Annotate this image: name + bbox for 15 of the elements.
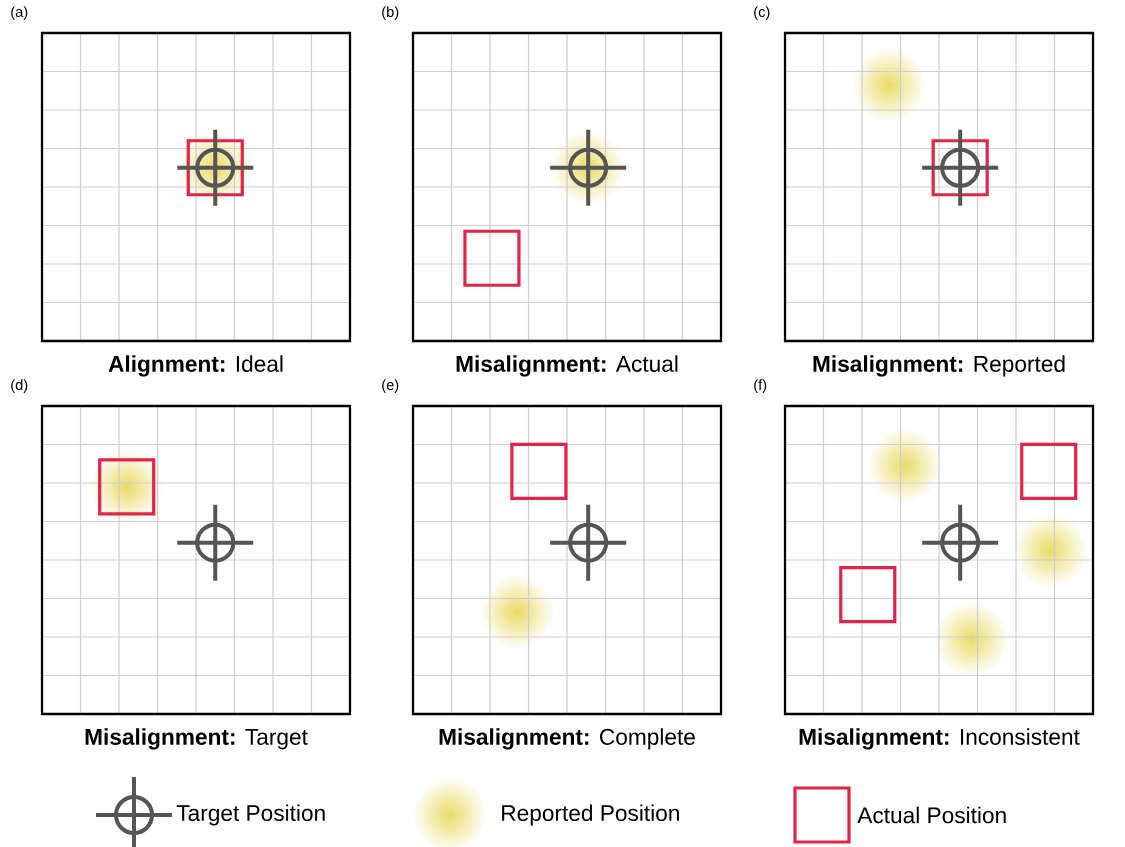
- legend-text: Actual Position: [857, 806, 1006, 824]
- panel-caption: Alignment: Ideal: [108, 355, 283, 377]
- panel-letter: (a): [11, 6, 28, 20]
- panel-letter: (f): [754, 379, 767, 393]
- panel-caption: Misalignment: Complete: [439, 728, 695, 750]
- panel-letter: (d): [11, 379, 28, 393]
- panel-letter: (c): [754, 6, 770, 20]
- panel-caption: Misalignment: Inconsistent: [799, 728, 1080, 750]
- panel-caption: Misalignment: Actual: [456, 355, 678, 377]
- panel-caption: Misalignment: Reported: [813, 355, 1065, 377]
- legend-text: Reported Position: [502, 804, 679, 826]
- panel-caption: Misalignment: Target: [85, 728, 308, 750]
- panel-letter: (b): [382, 6, 399, 20]
- legend-text: Target Position: [176, 804, 325, 826]
- panel-letter: (e): [382, 379, 399, 393]
